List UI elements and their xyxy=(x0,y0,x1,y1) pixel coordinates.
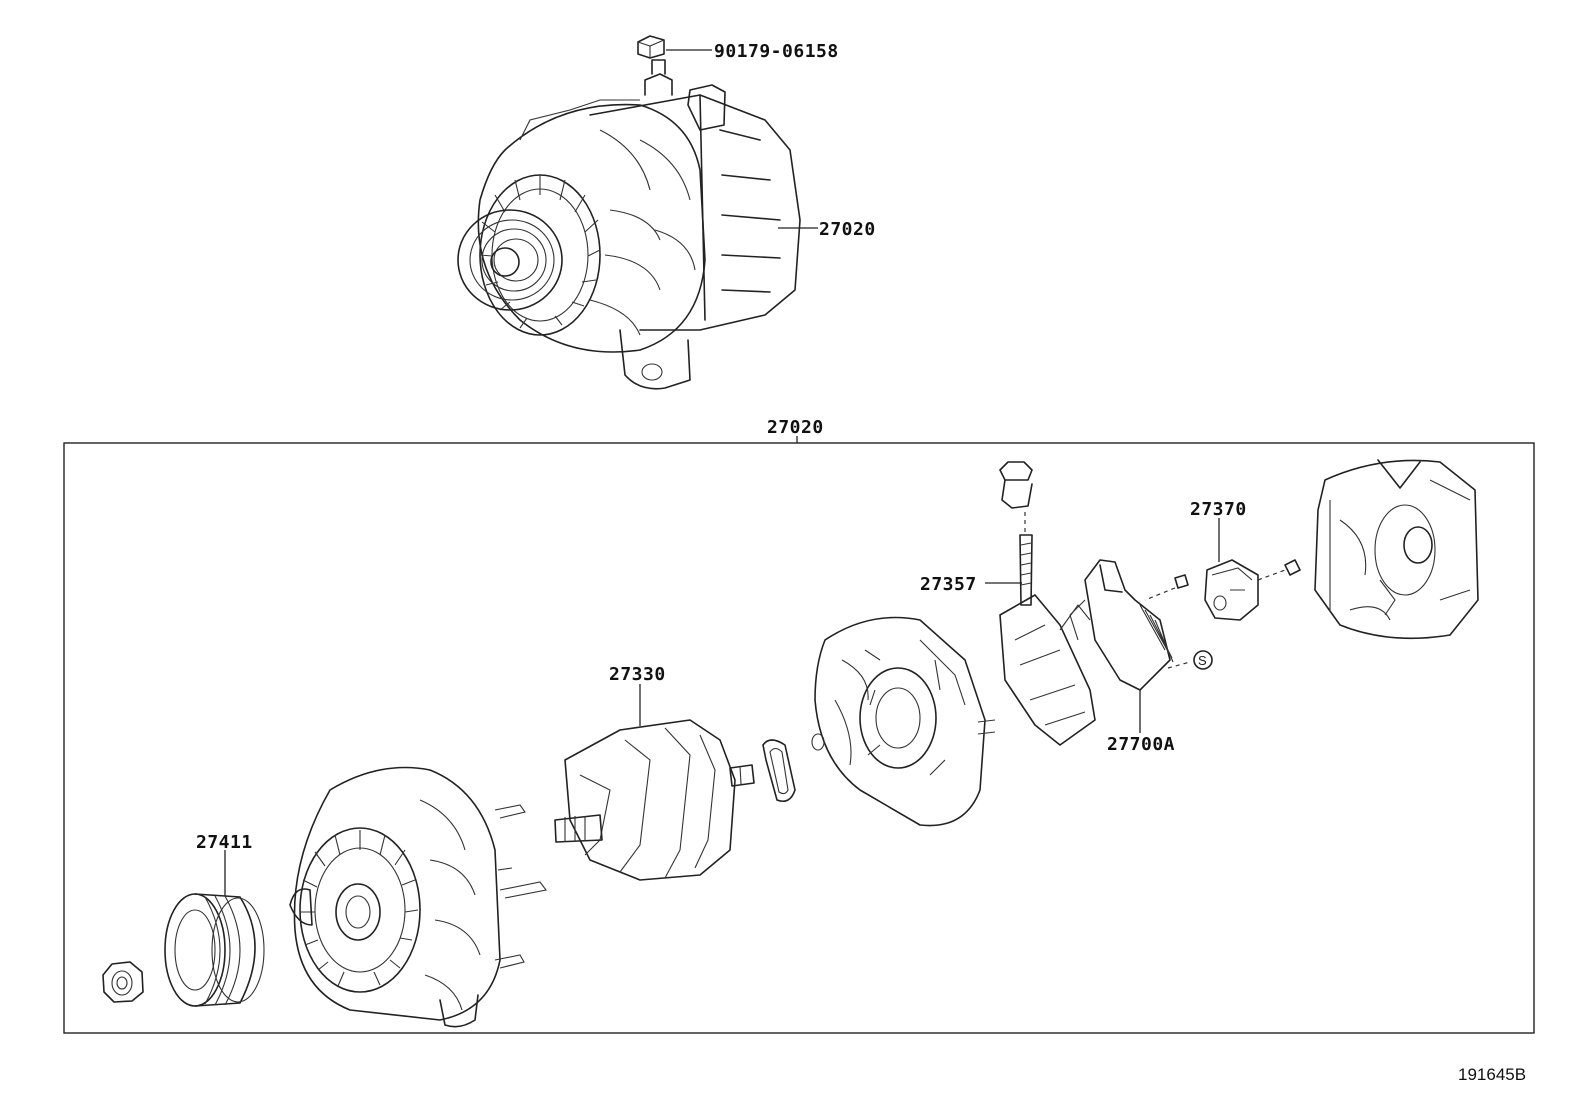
regulator-screws xyxy=(1144,574,1191,669)
regulator-27700A xyxy=(1069,559,1174,691)
nut xyxy=(102,961,144,1003)
callout-brush-holder: 27370 xyxy=(1190,499,1247,520)
rectifier-holder xyxy=(999,594,1096,746)
callout-rotor: 27330 xyxy=(609,664,666,685)
drive-end-frame xyxy=(289,766,547,1028)
rotor-27330 xyxy=(554,719,755,881)
rectifier-end-frame xyxy=(811,616,996,827)
figure-code: 191645B xyxy=(1458,1065,1526,1084)
alternator-assembly-illustration xyxy=(457,59,801,390)
callout-alternator-assembly-group: 27020 xyxy=(767,417,824,438)
brush-holder-27370 xyxy=(1204,559,1301,621)
callout-terminal-insulator: 27357 xyxy=(920,574,977,595)
callout-alternator-assembly-top: 27020 xyxy=(819,219,876,240)
pulley-27411 xyxy=(164,893,265,1007)
bolt-90179-06158 xyxy=(637,35,665,59)
callout-regulator: 27700A xyxy=(1107,734,1175,755)
exploded-view-frame xyxy=(63,442,1535,1034)
callout-bolt-top: 90179-06158 xyxy=(714,41,839,62)
rear-end-cover xyxy=(1314,459,1479,640)
lubricant-symbol-s: S xyxy=(1193,650,1213,670)
callout-pulley: 27411 xyxy=(196,832,253,853)
terminal-insulator-27357 xyxy=(999,461,1033,606)
svg-text:S: S xyxy=(1198,653,1207,668)
seal-ring xyxy=(762,739,796,803)
